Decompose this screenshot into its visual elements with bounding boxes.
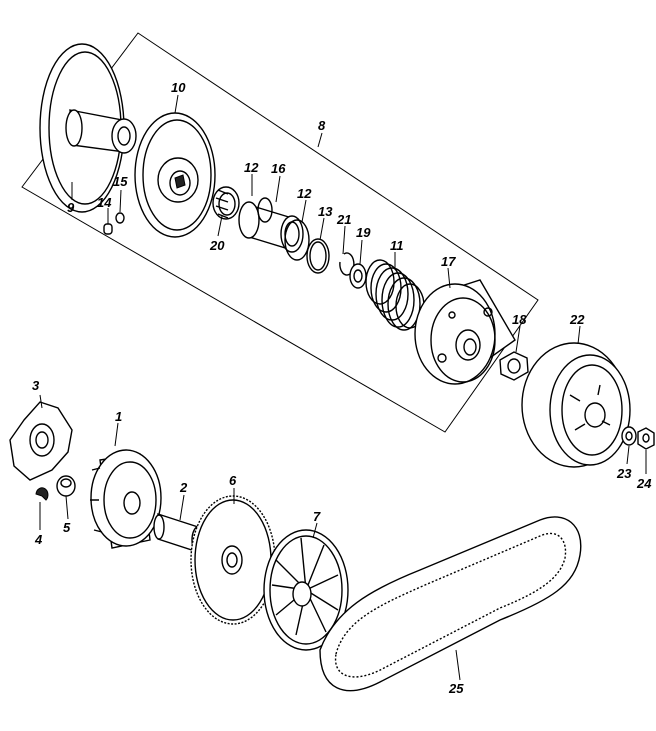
part-7-fan xyxy=(263,529,349,651)
label-part-12a: 12 xyxy=(244,160,259,175)
part-19-seal xyxy=(349,263,367,289)
part-18-nut xyxy=(499,351,529,381)
label-part-16: 16 xyxy=(271,161,286,176)
part-3-ramp-plate xyxy=(9,401,73,481)
part-10-fixed-face xyxy=(134,112,216,238)
part-12-ring-a xyxy=(257,197,273,223)
part-4-slider xyxy=(35,487,49,501)
part-25-v-belt xyxy=(319,516,582,692)
label-part-1: 1 xyxy=(115,409,122,424)
label-part-20: 20 xyxy=(209,238,225,253)
label-part-9: 9 xyxy=(67,200,75,215)
label-part-22: 22 xyxy=(569,312,585,327)
label-part-12b: 12 xyxy=(297,186,312,201)
part-22-clutch-housing xyxy=(521,342,631,468)
part-20-bearing xyxy=(212,186,240,220)
part-24-nut xyxy=(637,427,655,450)
label-part-15: 15 xyxy=(113,174,128,189)
part-1-movable-drive-face xyxy=(90,449,162,549)
part-17-clutch-carrier xyxy=(414,279,516,385)
part-labels: 10 8 9 15 14 12 16 12 13 21 19 11 17 18 … xyxy=(32,80,652,696)
label-part-8: 8 xyxy=(318,118,326,133)
label-part-10: 10 xyxy=(171,80,186,95)
part-11-spring xyxy=(365,259,425,331)
label-part-7: 7 xyxy=(313,509,321,524)
label-part-11: 11 xyxy=(390,238,404,253)
label-part-6: 6 xyxy=(229,473,237,488)
label-part-17: 17 xyxy=(441,254,456,269)
part-23-washer xyxy=(621,426,637,446)
part-13-oring xyxy=(306,238,330,274)
label-part-4: 4 xyxy=(34,532,43,547)
part-14-pin xyxy=(103,223,113,235)
part-12-ring-b xyxy=(284,219,310,261)
label-part-24: 24 xyxy=(636,476,652,491)
part-9-driven-face xyxy=(39,43,137,213)
label-part-2: 2 xyxy=(179,480,188,495)
leader-lines xyxy=(39,94,647,681)
label-part-14: 14 xyxy=(97,195,112,210)
label-part-23: 23 xyxy=(616,466,632,481)
part-6-fixed-drive-face xyxy=(190,495,276,625)
label-part-3: 3 xyxy=(32,378,40,393)
part-5-roller xyxy=(56,475,76,497)
label-part-18: 18 xyxy=(512,312,527,327)
part-16-sleeve xyxy=(238,201,304,253)
label-part-13: 13 xyxy=(318,204,333,219)
label-part-21: 21 xyxy=(336,212,351,227)
label-part-19: 19 xyxy=(356,225,371,240)
part-15-pin xyxy=(115,212,125,224)
label-part-5: 5 xyxy=(63,520,71,535)
label-part-25: 25 xyxy=(448,681,464,696)
